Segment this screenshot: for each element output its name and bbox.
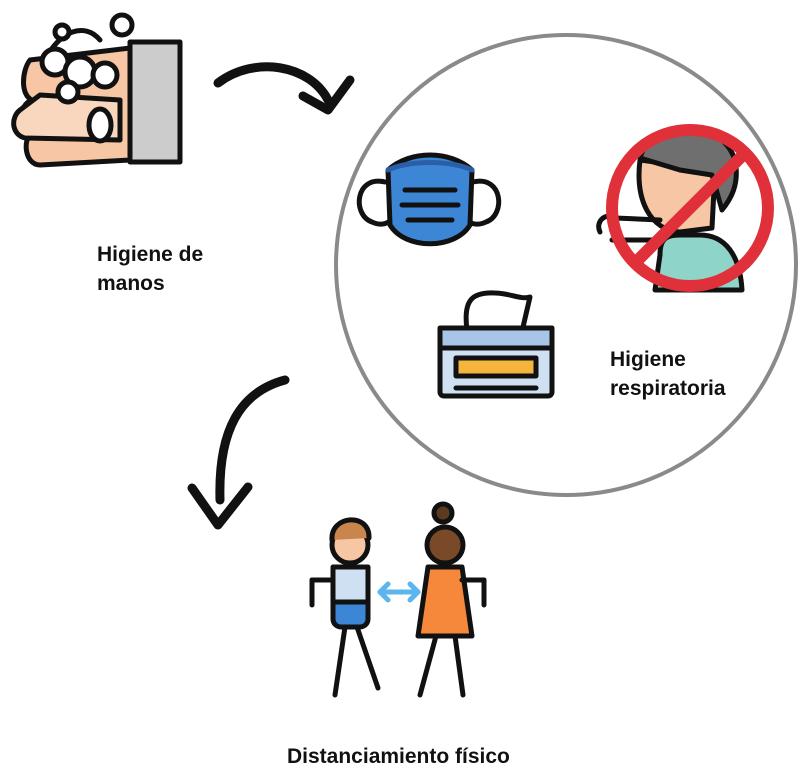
curved-arrow-down-icon bbox=[187, 375, 290, 530]
social-distancing-icon bbox=[309, 501, 487, 698]
face-mask-icon bbox=[356, 152, 502, 247]
hand-hygiene-label-line2: manos bbox=[97, 272, 165, 295]
physical-distancing-label: Distanciamiento físico bbox=[287, 745, 510, 768]
curved-arrow-right-icon bbox=[213, 62, 355, 115]
respiratory-group-circle bbox=[334, 33, 798, 497]
respiratory-hygiene-label-line2: respiratoria bbox=[610, 377, 726, 400]
hand-hygiene-label: Higiene de manos bbox=[97, 240, 203, 298]
hand-hygiene-label-line1: Higiene de bbox=[97, 243, 204, 266]
no-coughing-icon bbox=[596, 124, 774, 293]
tissue-box-icon bbox=[437, 290, 555, 399]
respiratory-hygiene-label: Higiene respiratoria bbox=[610, 345, 726, 403]
respiratory-hygiene-label-line1: Higiene bbox=[610, 348, 686, 371]
hand-washing-icon bbox=[11, 12, 183, 168]
